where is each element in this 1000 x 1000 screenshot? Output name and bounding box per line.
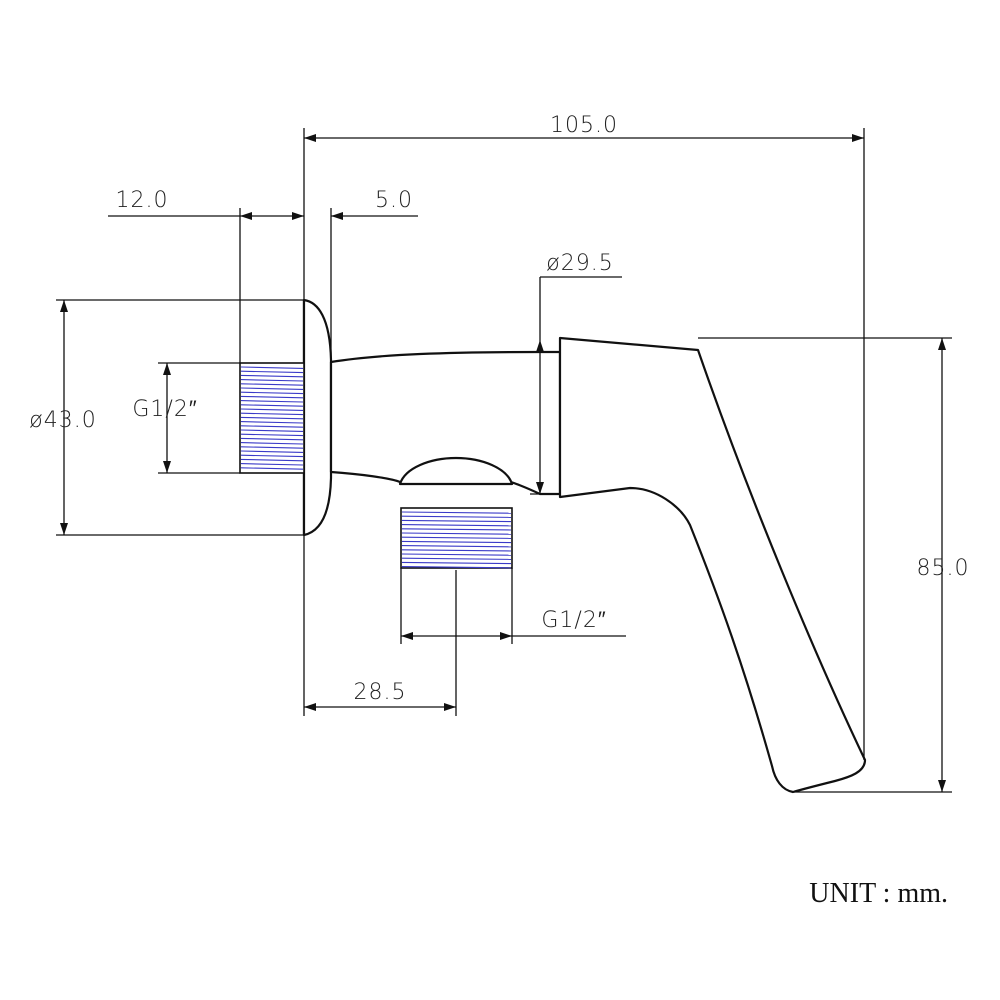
dim-thread-length: 12.0 <box>116 188 169 213</box>
thread-line <box>240 387 304 390</box>
thread-line <box>401 557 512 560</box>
thread-line <box>401 553 512 556</box>
thread-line <box>240 379 304 382</box>
thread-line <box>240 374 304 378</box>
thread-line <box>240 454 304 458</box>
thread-line <box>240 412 304 416</box>
thread-line <box>240 429 304 432</box>
thread-line <box>240 404 304 407</box>
thread-line <box>240 458 304 462</box>
inlet-thread-lines <box>240 366 304 470</box>
thread-line <box>401 545 512 548</box>
dim-flange-diameter: ø43.0 <box>29 408 96 433</box>
thread-line <box>240 450 304 453</box>
thread-line <box>240 370 304 374</box>
thread-line <box>240 395 304 399</box>
thread-line <box>240 463 304 466</box>
dim-outlet-thread: G1/2″ <box>541 608 606 633</box>
outlet-dome <box>398 456 514 486</box>
unit-label: UNIT : mm. <box>809 878 948 909</box>
thread-line <box>401 524 512 527</box>
thread-line <box>401 536 512 539</box>
thread-line <box>240 425 304 428</box>
outlet-thread-lines <box>401 511 512 569</box>
thread-line <box>240 433 304 437</box>
thread-line <box>401 519 512 523</box>
thread-line <box>240 421 304 424</box>
thread-line <box>240 366 304 369</box>
dim-handle-diameter: ø29.5 <box>546 251 613 276</box>
thread-line <box>240 437 304 441</box>
dim-overall-height: 85.0 <box>917 556 970 581</box>
thread-line <box>401 566 512 569</box>
thread-line <box>240 408 304 411</box>
thread-line <box>401 511 512 514</box>
thread-line <box>240 391 304 395</box>
thread-line <box>401 561 512 565</box>
thread-line <box>240 467 304 470</box>
thread-line <box>401 532 512 535</box>
dim-outlet-offset: 28.5 <box>354 680 407 705</box>
flange <box>302 298 333 537</box>
thread-line <box>240 442 304 445</box>
thread-line <box>240 400 304 403</box>
thread-line <box>401 549 512 552</box>
dim-inlet-thread: G1/2″ <box>132 397 197 422</box>
thread-line <box>240 383 304 386</box>
thread-line <box>401 540 512 544</box>
lever-handle <box>558 336 867 794</box>
dim-overall-width: 105.0 <box>550 113 618 138</box>
thread-line <box>401 528 512 531</box>
thread-line <box>401 515 512 518</box>
thread-line <box>240 446 304 449</box>
thread-line <box>240 416 304 420</box>
dim-flange-thickness: 5.0 <box>375 188 413 213</box>
